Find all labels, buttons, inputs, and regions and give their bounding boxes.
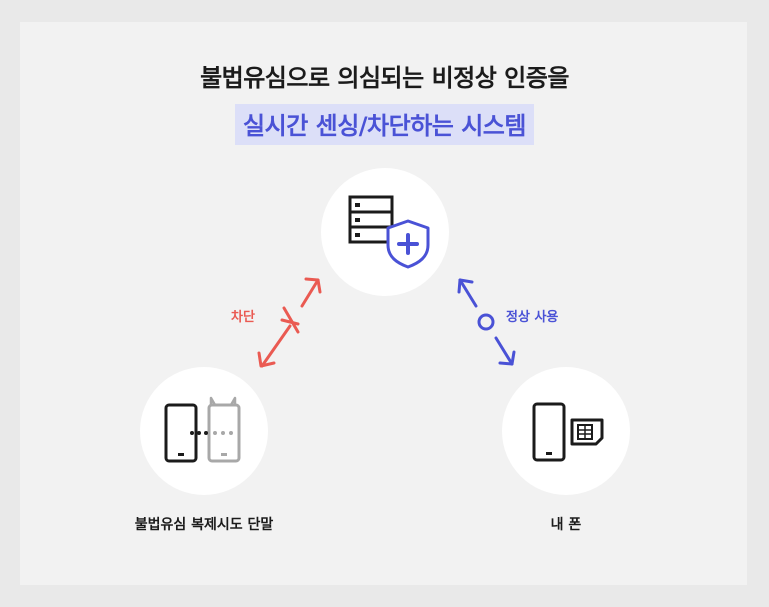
headline-line1: 불법유심으로 의심되는 비정상 인증을: [200, 64, 569, 92]
phone-sim-icon: [532, 402, 604, 462]
blocked-arrow-icon: [257, 277, 322, 368]
my-phone-label: 내 폰: [550, 517, 582, 533]
my-phone-node: [502, 367, 630, 495]
headline-line2: 실시간 센싱/차단하는 시스템: [235, 104, 534, 145]
cloned-phones-icon: [164, 396, 241, 463]
headline-line2-wrap: 실시간 센싱/차단하는 시스템: [0, 104, 769, 145]
server-shield-icon: [348, 195, 430, 269]
normal-arrow-icon: [457, 278, 516, 366]
blocked-label: 차단: [231, 310, 255, 325]
illegal-device-label: 불법유심 복제시도 단말: [134, 517, 274, 533]
normal-use-label: 정상 사용: [506, 310, 559, 325]
illegal-device-node: [140, 367, 268, 495]
